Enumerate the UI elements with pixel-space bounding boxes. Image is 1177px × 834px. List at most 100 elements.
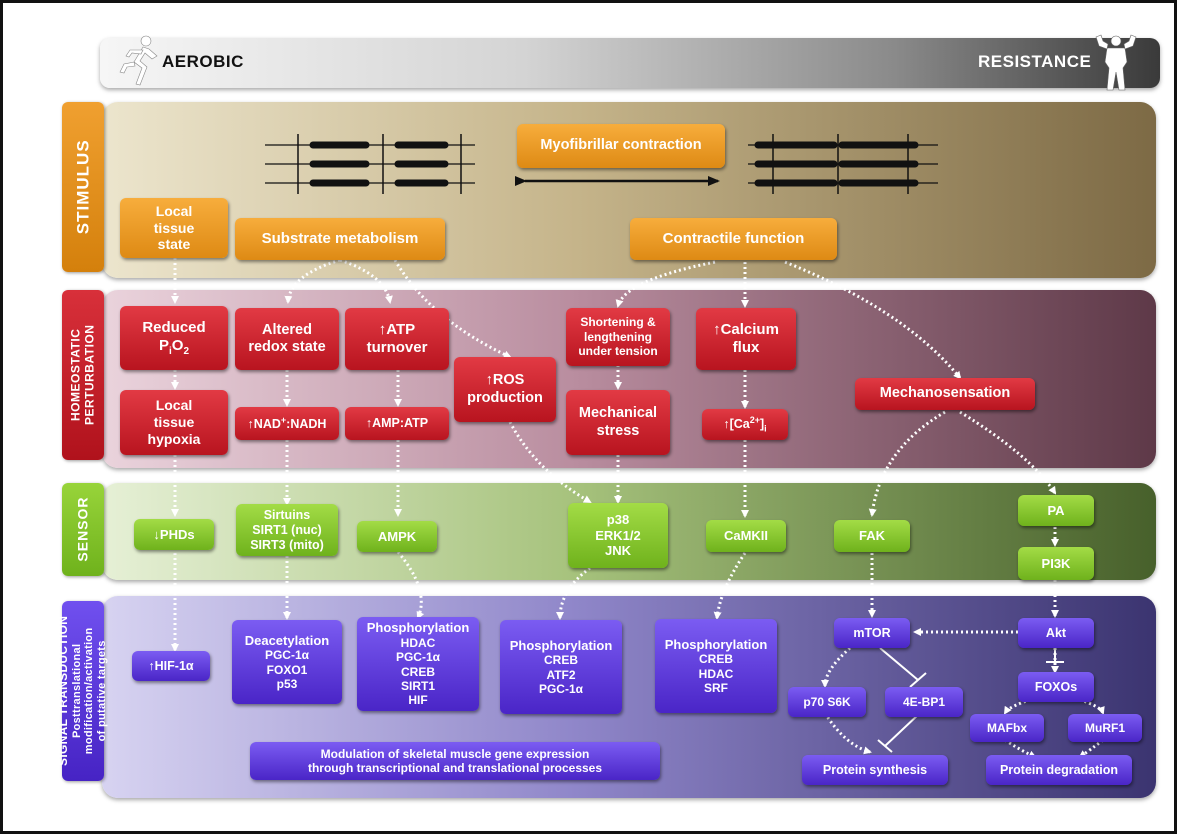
pa-label: PA: [1047, 502, 1065, 518]
pio2-o: O: [171, 336, 184, 354]
4e-bp1-box: 4E-BP1: [885, 687, 963, 717]
shortening-line3: under tension: [578, 344, 658, 359]
nad-line: ↑NAD+:NADH: [248, 415, 327, 432]
phosphorylation-item: CREB: [543, 653, 578, 668]
ca-line: ↑[Ca2+]i: [723, 415, 766, 434]
calcium-flux-box: ↑Calcium flux: [696, 308, 796, 370]
up-arrow-icon: ↑: [723, 416, 730, 431]
hypoxia-line2: tissue: [153, 414, 195, 431]
ros-line: ↑ROS: [486, 372, 525, 389]
mtor-box: mTOR: [834, 618, 910, 648]
deacetylation-item: p53: [276, 676, 298, 691]
ros-label: ROS: [492, 372, 525, 389]
altered-redox-box: Altered redox state: [235, 308, 339, 370]
sirtuins-title: Sirtuins: [263, 507, 311, 522]
up-arrow-icon: ↑: [148, 658, 155, 673]
local-tissue-state-line2: tissue: [153, 219, 195, 236]
local-tissue-hypoxia-box: Local tissue hypoxia: [120, 390, 228, 455]
contractile-function-box: Contractile function: [630, 218, 837, 260]
phosphorylation-item: SRF: [704, 680, 728, 695]
deacetylation-item: PGC-1α: [264, 648, 310, 663]
pio2-label: PiO2: [159, 337, 189, 358]
local-tissue-state-line3: state: [157, 236, 191, 253]
phosphorylation-box-2: Phosphorylation CREB ATF2 PGC-1α: [500, 620, 622, 714]
protein-synthesis-label: Protein synthesis: [822, 762, 928, 777]
altered-redox-line2: redox state: [248, 339, 326, 355]
shortening-line2: lengthening: [584, 329, 652, 344]
homeostatic-row-tab: HOMEOSTATIC PERTURBATION: [62, 290, 104, 460]
phosphorylation-box-3: Phosphorylation CREB HDAC SRF: [655, 619, 777, 713]
mafbx-box: MAFbx: [970, 714, 1044, 742]
hypoxia-line3: hypoxia: [147, 430, 201, 447]
ca-label: [Ca: [729, 416, 750, 431]
up-arrow-icon: ↑: [485, 372, 493, 389]
ca-bracket: ]: [759, 416, 765, 431]
ampk-label: AMPK: [377, 528, 417, 544]
sarcomere-left-icon: [265, 134, 475, 194]
phds-label: PHDs: [159, 526, 195, 542]
phosphorylation-item: HDAC: [400, 635, 436, 650]
down-arrow-icon: ↓: [153, 526, 160, 542]
fak-label: FAK: [859, 528, 885, 544]
phosphorylation-item: HDAC: [698, 666, 734, 681]
mtor-label: mTOR: [853, 625, 891, 640]
up-arrow-icon: ↑: [365, 416, 373, 430]
atp-line: ↑ATP: [379, 321, 415, 339]
mechanical-stress-box: Mechanical stress: [566, 390, 670, 455]
hypoxia-line1: Local: [155, 397, 193, 414]
mechanical-label: Mechanical: [578, 405, 658, 422]
p38-label: p38: [606, 512, 630, 528]
mechanosensation-box: Mechanosensation: [855, 378, 1035, 410]
foxos-box: FOXOs: [1018, 672, 1094, 702]
sirt3-label: SIRT3 (mito): [250, 537, 324, 552]
signal-row-tab: SIGNAL TRANSDUCTION Posttranslational mo…: [56, 601, 108, 781]
phosphorylation-item: HIF: [408, 693, 428, 708]
substrate-metabolism-box: Substrate metabolism: [235, 218, 445, 260]
akt-box: Akt: [1018, 618, 1094, 648]
myofibrillar-contraction-box: Myofibrillar contraction: [517, 124, 725, 168]
phosphorylation-title: Phosphorylation: [366, 620, 470, 636]
atp-label: ATP: [386, 321, 416, 338]
foxos-label: FOXOs: [1034, 679, 1078, 694]
substrate-metabolism-label: Substrate metabolism: [261, 230, 419, 247]
sarcomere-right-icon: [748, 134, 938, 194]
ampk-box: AMPK: [357, 521, 437, 552]
deacetylation-box: Deacetylation PGC-1α FOXO1 p53: [232, 620, 342, 704]
phds-line: ↓PHDs: [153, 527, 194, 543]
modulation-line2: through transcriptional and translationa…: [307, 761, 603, 775]
hif-label: HIF-1α: [154, 658, 194, 673]
calcium-line: ↑Calcium: [713, 321, 779, 339]
protein-synthesis-box: Protein synthesis: [802, 755, 948, 785]
modulation-line1: Modulation of skeletal muscle gene expre…: [320, 746, 590, 761]
phosphorylation-item: CREB: [400, 664, 435, 679]
phds-box: ↓PHDs: [134, 519, 214, 550]
phosphorylation-item: SIRT1: [400, 678, 435, 693]
nad-label: NAD: [253, 417, 281, 432]
bodybuilder-icon: [1095, 34, 1137, 91]
erk-label: ERK1/2: [595, 527, 641, 543]
calcium-label: Calcium: [720, 321, 779, 338]
phosphorylation-item: CREB: [698, 652, 733, 667]
phosphorylation-title: Phosphorylation: [664, 636, 768, 652]
deacetylation-title: Deacetylation: [244, 632, 330, 648]
pio2-sub-2: 2: [183, 345, 190, 357]
hif-line: ↑HIF-1α: [148, 659, 193, 674]
fak-box: FAK: [834, 520, 910, 552]
p38-erk-jnk-box: p38 ERK1/2 JNK: [568, 503, 668, 568]
inhibition-lines: [877, 647, 1064, 753]
aerobic-label: AEROBIC: [162, 52, 244, 71]
up-arrow-icon: ↑: [713, 321, 721, 338]
phosphorylation-box-1: Phosphorylation HDAC PGC-1α CREB SIRT1 H…: [357, 617, 479, 711]
amp-atp-label: AMP:ATP: [372, 416, 429, 430]
production-label: production: [467, 389, 543, 406]
shortening-line1: Shortening &: [580, 315, 656, 330]
pio2-p: P: [158, 336, 169, 354]
local-tissue-state-line1: Local: [155, 202, 193, 219]
runner-icon: [119, 35, 158, 86]
murf1-box: MuRF1: [1068, 714, 1142, 742]
4e-bp1-label: 4E-BP1: [902, 694, 946, 709]
dotted-arrows: [171, 258, 1105, 759]
jnk-label: JNK: [604, 543, 631, 559]
deacetylation-item: FOXO1: [266, 662, 308, 677]
